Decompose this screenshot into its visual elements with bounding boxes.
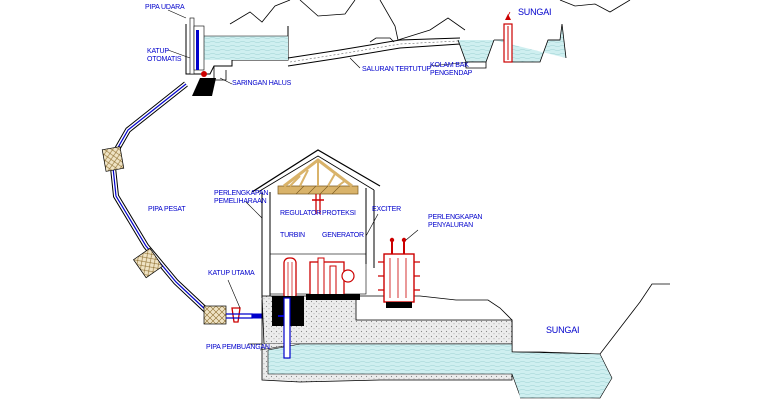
label-exciter: EXCITER: [372, 206, 401, 213]
label-regulator: REGULATOR: [280, 210, 322, 217]
anchor-block-1: [101, 146, 125, 172]
label-proteksi: PROTEKSI: [322, 210, 356, 217]
penstock-water: [109, 82, 210, 314]
label-pipa-pembuangan: PIPA PEMBUANGAN: [206, 344, 270, 351]
main-valve-icon: [231, 307, 241, 323]
label-turbin: TURBIN: [280, 232, 305, 239]
air-pipe: [189, 17, 195, 75]
label-katup-utama: KATUP UTAMA: [208, 270, 255, 277]
generator-icon: [306, 257, 360, 300]
label-sungai-bottom: SUNGAI: [546, 325, 580, 335]
label-pipa-pesat: PIPA PESAT: [148, 206, 186, 213]
mountain-outline: [229, 0, 466, 41]
label-katup-otomatis: KATUP OTOMATIS: [147, 48, 182, 63]
covered-channel-top: [287, 37, 461, 59]
label-perlengkapan-penyaluran: PERLENGKAPAN PENYALURAN: [428, 214, 483, 229]
transformer-icon: [378, 237, 420, 308]
anchor-block-2: [133, 247, 163, 279]
label-sungai-top: SUNGAI: [518, 7, 552, 17]
anchor-block-3: [203, 305, 227, 325]
auto-valve-icon: [201, 71, 207, 77]
river-right: [511, 351, 613, 399]
powerhouse-roof: [251, 149, 381, 193]
mountain-right: [559, 0, 631, 13]
label-perlengkapan-pemeliharaan: PERLENGKAPAN PEMELIHARAAN: [214, 190, 269, 205]
label-generator: GENERATOR: [322, 232, 364, 239]
covered-channel-bottom: [287, 43, 461, 67]
label-pipa-udara: PIPA UDARA: [145, 4, 185, 11]
forebay-water: [204, 36, 288, 60]
gantry-crane: [277, 158, 359, 214]
powerhouse-wall-right: [365, 188, 375, 268]
penstock-outline: [108, 81, 211, 315]
powerhouse-wall-left: [261, 192, 271, 298]
label-saluran-tertutup: SALURAN TERTUTUP: [362, 66, 431, 73]
label-saringan-halus: SARINGAN HALUS: [232, 80, 292, 87]
label-kolam-bak-pengendap: KOLAM BAK PENGENDAP: [430, 62, 473, 77]
turbine-icon: [272, 257, 304, 359]
settling-basin: [457, 39, 495, 63]
